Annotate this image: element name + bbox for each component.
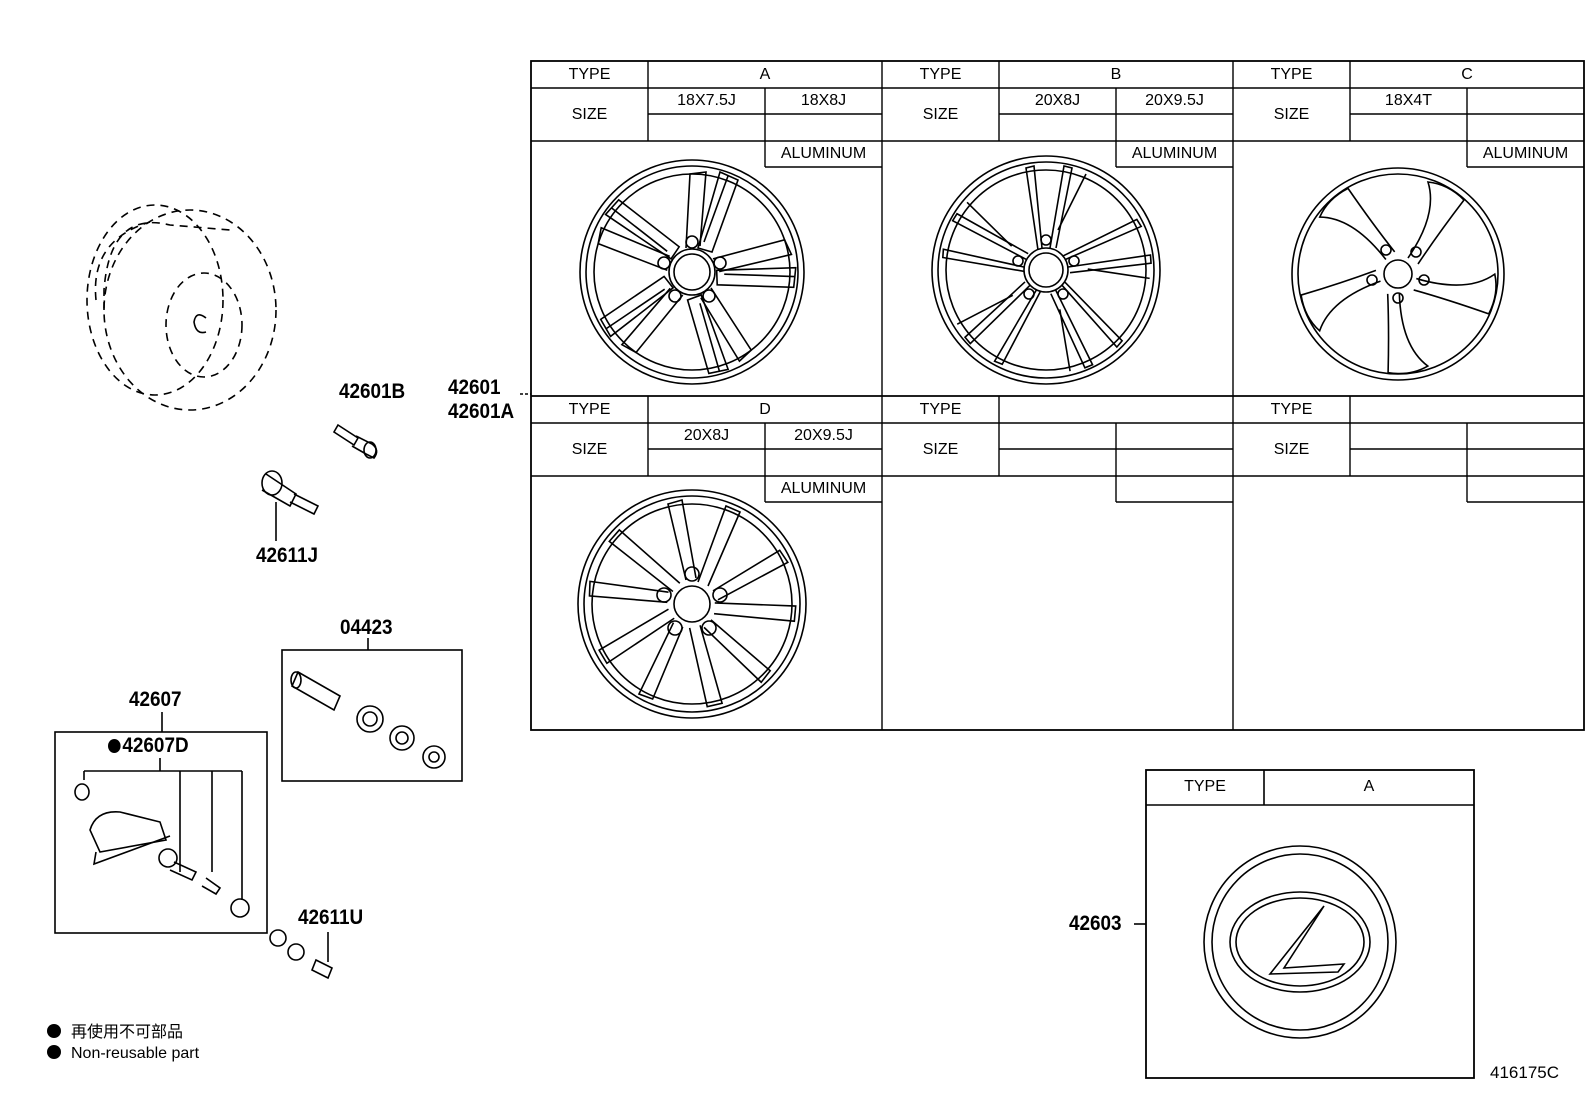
type-label-e: TYPE xyxy=(919,401,962,418)
part-number-42611u[interactable]: 42611U xyxy=(298,906,364,929)
type-label-b: TYPE xyxy=(919,66,962,83)
legend-jp: 再使用不可部品 xyxy=(47,1018,183,1042)
wheel-b-drawing xyxy=(931,155,1161,385)
part-number-42603[interactable]: 42603 xyxy=(1069,912,1122,935)
sensor-42607-box xyxy=(54,731,268,934)
wheel-table-grid xyxy=(530,60,1585,731)
part-number-42611j[interactable]: 42611J xyxy=(256,544,319,567)
size-label-e: SIZE xyxy=(922,441,959,458)
kit-04423-box xyxy=(281,649,463,782)
42611u-parts xyxy=(269,929,334,980)
material-c: ALUMINUM xyxy=(1482,145,1569,162)
type-value-b: B xyxy=(1110,66,1122,83)
legend-dot-icon xyxy=(47,1045,61,1059)
diagram-id: 416175C xyxy=(1490,1063,1560,1082)
part-number-42601a[interactable]: 42601A xyxy=(448,400,515,423)
lug-nut-drawing xyxy=(332,423,378,460)
tire-drawing xyxy=(86,204,277,411)
sensor-drawing xyxy=(74,783,250,918)
size-d-2: 20X9.5J xyxy=(794,427,853,444)
material-a: ALUMINUM xyxy=(780,145,867,162)
size-a-2: 18X8J xyxy=(800,92,847,109)
material-d: ALUMINUM xyxy=(780,480,867,497)
size-label-d: SIZE xyxy=(571,441,608,458)
part-number-42607d[interactable]: 42607D xyxy=(108,734,189,758)
kit-04423-parts xyxy=(290,670,446,769)
valve-drawing xyxy=(261,470,320,516)
size-b-1: 20X8J xyxy=(1034,92,1081,109)
legend-en: Non-reusable part xyxy=(47,1045,199,1063)
type-value-a: A xyxy=(759,66,771,83)
type-label-a: TYPE xyxy=(568,66,611,83)
emblem-type-label: TYPE xyxy=(1184,778,1226,795)
size-a-1: 18X7.5J xyxy=(677,92,736,109)
wheel-a-drawing xyxy=(579,159,805,385)
size-label-a: SIZE xyxy=(571,106,608,123)
size-b-2: 20X9.5J xyxy=(1145,92,1204,109)
size-label-b: SIZE xyxy=(922,106,959,123)
size-d-1: 20X8J xyxy=(683,427,730,444)
non-reusable-marker xyxy=(108,739,121,753)
type-label-f: TYPE xyxy=(1270,401,1313,418)
size-label-f: SIZE xyxy=(1273,441,1310,458)
wheel-d-drawing xyxy=(577,489,807,719)
type-value-d: D xyxy=(759,401,771,418)
emblem-type-value: A xyxy=(1363,778,1375,795)
part-number-42601[interactable]: 42601 xyxy=(448,376,501,399)
part-number-42607[interactable]: 42607 xyxy=(129,688,182,711)
part-number-04423[interactable]: 04423 xyxy=(340,616,393,639)
tire-hub-mark xyxy=(193,314,207,334)
legend-dot-icon xyxy=(47,1024,61,1038)
wheel-c-drawing xyxy=(1289,167,1507,389)
type-value-c: C xyxy=(1461,66,1473,83)
size-label-c: SIZE xyxy=(1273,106,1310,123)
material-b: ALUMINUM xyxy=(1131,145,1218,162)
type-label-d: TYPE xyxy=(568,401,611,418)
size-c-1: 18X4T xyxy=(1384,92,1433,109)
type-label-c: TYPE xyxy=(1270,66,1313,83)
lexus-emblem-drawing xyxy=(1203,845,1397,1039)
part-number-42601b[interactable]: 42601B xyxy=(339,380,406,403)
